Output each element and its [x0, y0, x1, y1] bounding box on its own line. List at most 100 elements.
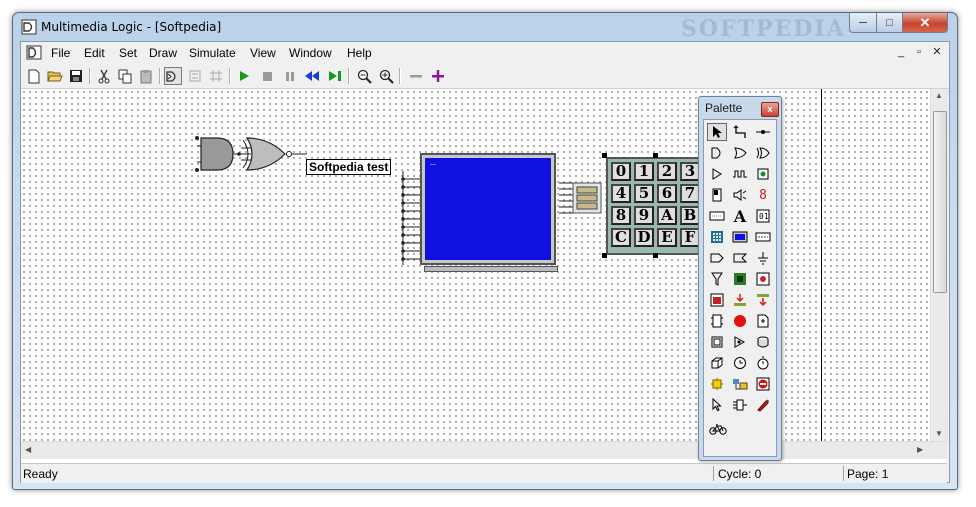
led-tool-icon[interactable] [753, 165, 773, 183]
minimize-button[interactable]: ─ [849, 13, 877, 33]
sound-tool-icon[interactable] [730, 333, 750, 351]
keypad-key-c[interactable]: C [611, 228, 631, 247]
port-down-tool-icon[interactable] [730, 291, 750, 309]
keypad-key-e[interactable]: E [657, 228, 677, 247]
scroll-up-icon[interactable]: ▲ [935, 91, 943, 100]
logic-gates[interactable] [191, 134, 311, 178]
mdi-restore-button[interactable]: ▫ [917, 46, 921, 58]
keypad-tool-icon[interactable] [707, 228, 727, 246]
text-label[interactable]: Softpedia test [306, 159, 392, 175]
vertical-scroll-thumb[interactable] [933, 111, 947, 293]
record-tool-icon[interactable] [730, 312, 750, 330]
light-bulb-tool-icon[interactable] [707, 375, 727, 393]
bitmap-tool-icon[interactable] [707, 207, 727, 225]
new-button[interactable] [25, 67, 43, 85]
maximize-button[interactable]: □ [876, 13, 903, 33]
network-tool-icon[interactable] [753, 270, 773, 288]
pointer-tool-icon[interactable] [707, 123, 727, 141]
bus-tool-icon[interactable] [730, 396, 750, 414]
wire-tool-icon[interactable] [730, 123, 750, 141]
screen-tool-icon[interactable] [730, 228, 750, 246]
mouse-pointer-tool-icon[interactable] [707, 396, 727, 414]
seven-segment-tool-icon[interactable]: 8 [759, 187, 767, 203]
menu-file[interactable]: File [51, 46, 71, 60]
drum-tool-icon[interactable] [753, 333, 773, 351]
keypad-key-8[interactable]: 8 [611, 206, 631, 225]
menu-view[interactable]: View [250, 46, 276, 60]
pause-button[interactable] [281, 67, 299, 85]
and-gate-tool-icon[interactable] [707, 144, 727, 162]
horizontal-scrollbar[interactable]: ◀ ▶ [21, 441, 947, 459]
scroll-left-icon[interactable]: ◀ [25, 445, 32, 454]
remove-page-button[interactable] [407, 67, 425, 85]
document-icon[interactable] [26, 45, 42, 60]
buffer-tool-icon[interactable] [707, 165, 727, 183]
save-button[interactable] [67, 67, 85, 85]
xor-gate-tool-icon[interactable] [753, 144, 773, 162]
switch-tool-icon[interactable] [707, 186, 727, 204]
speaker-tool-icon[interactable] [730, 186, 750, 204]
rewind-button[interactable] [303, 67, 321, 85]
stop-button[interactable] [258, 67, 276, 85]
memory-tool-icon[interactable] [753, 228, 773, 246]
die-tool-icon[interactable] [707, 354, 727, 372]
bicycle-tool-icon[interactable] [707, 420, 729, 438]
drawing-canvas[interactable]: Softpedia test _ [21, 89, 822, 441]
keypad-key-1[interactable]: 1 [634, 162, 654, 181]
keypad-key-f[interactable]: F [680, 228, 700, 247]
simulate-mode-button[interactable] [186, 67, 204, 85]
mdi-minimize-button[interactable]: _ [897, 46, 905, 58]
text-tool-icon[interactable]: A [733, 206, 747, 226]
palette-window[interactable]: Palette x 8 A 01 [698, 96, 782, 461]
menu-help[interactable]: Help [347, 46, 372, 60]
stopwatch-tool-icon[interactable] [753, 354, 773, 372]
menu-window[interactable]: Window [289, 46, 332, 60]
keypad-key-9[interactable]: 9 [634, 206, 654, 225]
step-button[interactable] [326, 67, 344, 85]
keypad-key-4[interactable]: 4 [611, 184, 631, 203]
wire-mode-button[interactable] [207, 67, 225, 85]
paste-button[interactable] [137, 67, 155, 85]
menu-draw[interactable]: Draw [149, 46, 178, 60]
cut-button[interactable] [95, 67, 113, 85]
register-tool-icon[interactable] [707, 333, 727, 351]
menu-set[interactable]: Set [119, 46, 138, 60]
scroll-right-icon[interactable]: ▶ [917, 445, 924, 454]
add-page-button[interactable] [429, 67, 447, 85]
flip-flop-tool-icon[interactable] [707, 312, 727, 330]
timer-tool-icon[interactable] [730, 354, 750, 372]
menu-simulate[interactable]: Simulate [189, 46, 236, 60]
page-tool-icon[interactable] [753, 312, 773, 330]
port-out-tool-icon[interactable] [753, 291, 773, 309]
tag-tool-icon[interactable] [707, 249, 727, 267]
title-bar[interactable]: Multimedia Logic - [Softpedia] SOFTPEDIA… [13, 13, 957, 42]
junction-tool-icon[interactable] [753, 123, 773, 141]
keypad-key-2[interactable]: 2 [657, 162, 677, 181]
screen-component[interactable]: _ [420, 153, 556, 265]
chip-tool-icon[interactable] [730, 270, 750, 288]
counter-tool-icon[interactable]: 01 [753, 207, 773, 225]
clock-wave-tool-icon[interactable] [730, 165, 750, 183]
menu-edit[interactable]: Edit [84, 46, 105, 60]
zoom-out-button[interactable] [355, 67, 373, 85]
keypad-key-b[interactable]: B [680, 206, 700, 225]
copy-button[interactable] [116, 67, 134, 85]
or-gate-tool-icon[interactable] [730, 144, 750, 162]
close-button[interactable]: ✕ [902, 13, 948, 33]
open-button[interactable] [46, 67, 64, 85]
keypad-key-6[interactable]: 6 [657, 184, 677, 203]
scroll-down-icon[interactable]: ▼ [935, 429, 943, 438]
mdi-close-button[interactable]: ✕ [932, 46, 942, 58]
keypad-key-0[interactable]: 0 [611, 162, 631, 181]
ground-tool-icon[interactable] [753, 249, 773, 267]
funnel-tool-icon[interactable] [707, 270, 727, 288]
run-button[interactable] [235, 67, 253, 85]
robot-tool-icon[interactable] [730, 375, 750, 393]
draw-mode-button[interactable] [164, 67, 182, 85]
or-gate-icon[interactable] [242, 137, 307, 171]
zoom-in-button[interactable] [377, 67, 395, 85]
no-entry-tool-icon[interactable] [753, 375, 773, 393]
pen-tool-icon[interactable] [753, 396, 773, 414]
port-in-tool-icon[interactable] [707, 291, 727, 309]
keypad-key-a[interactable]: A [657, 206, 677, 225]
